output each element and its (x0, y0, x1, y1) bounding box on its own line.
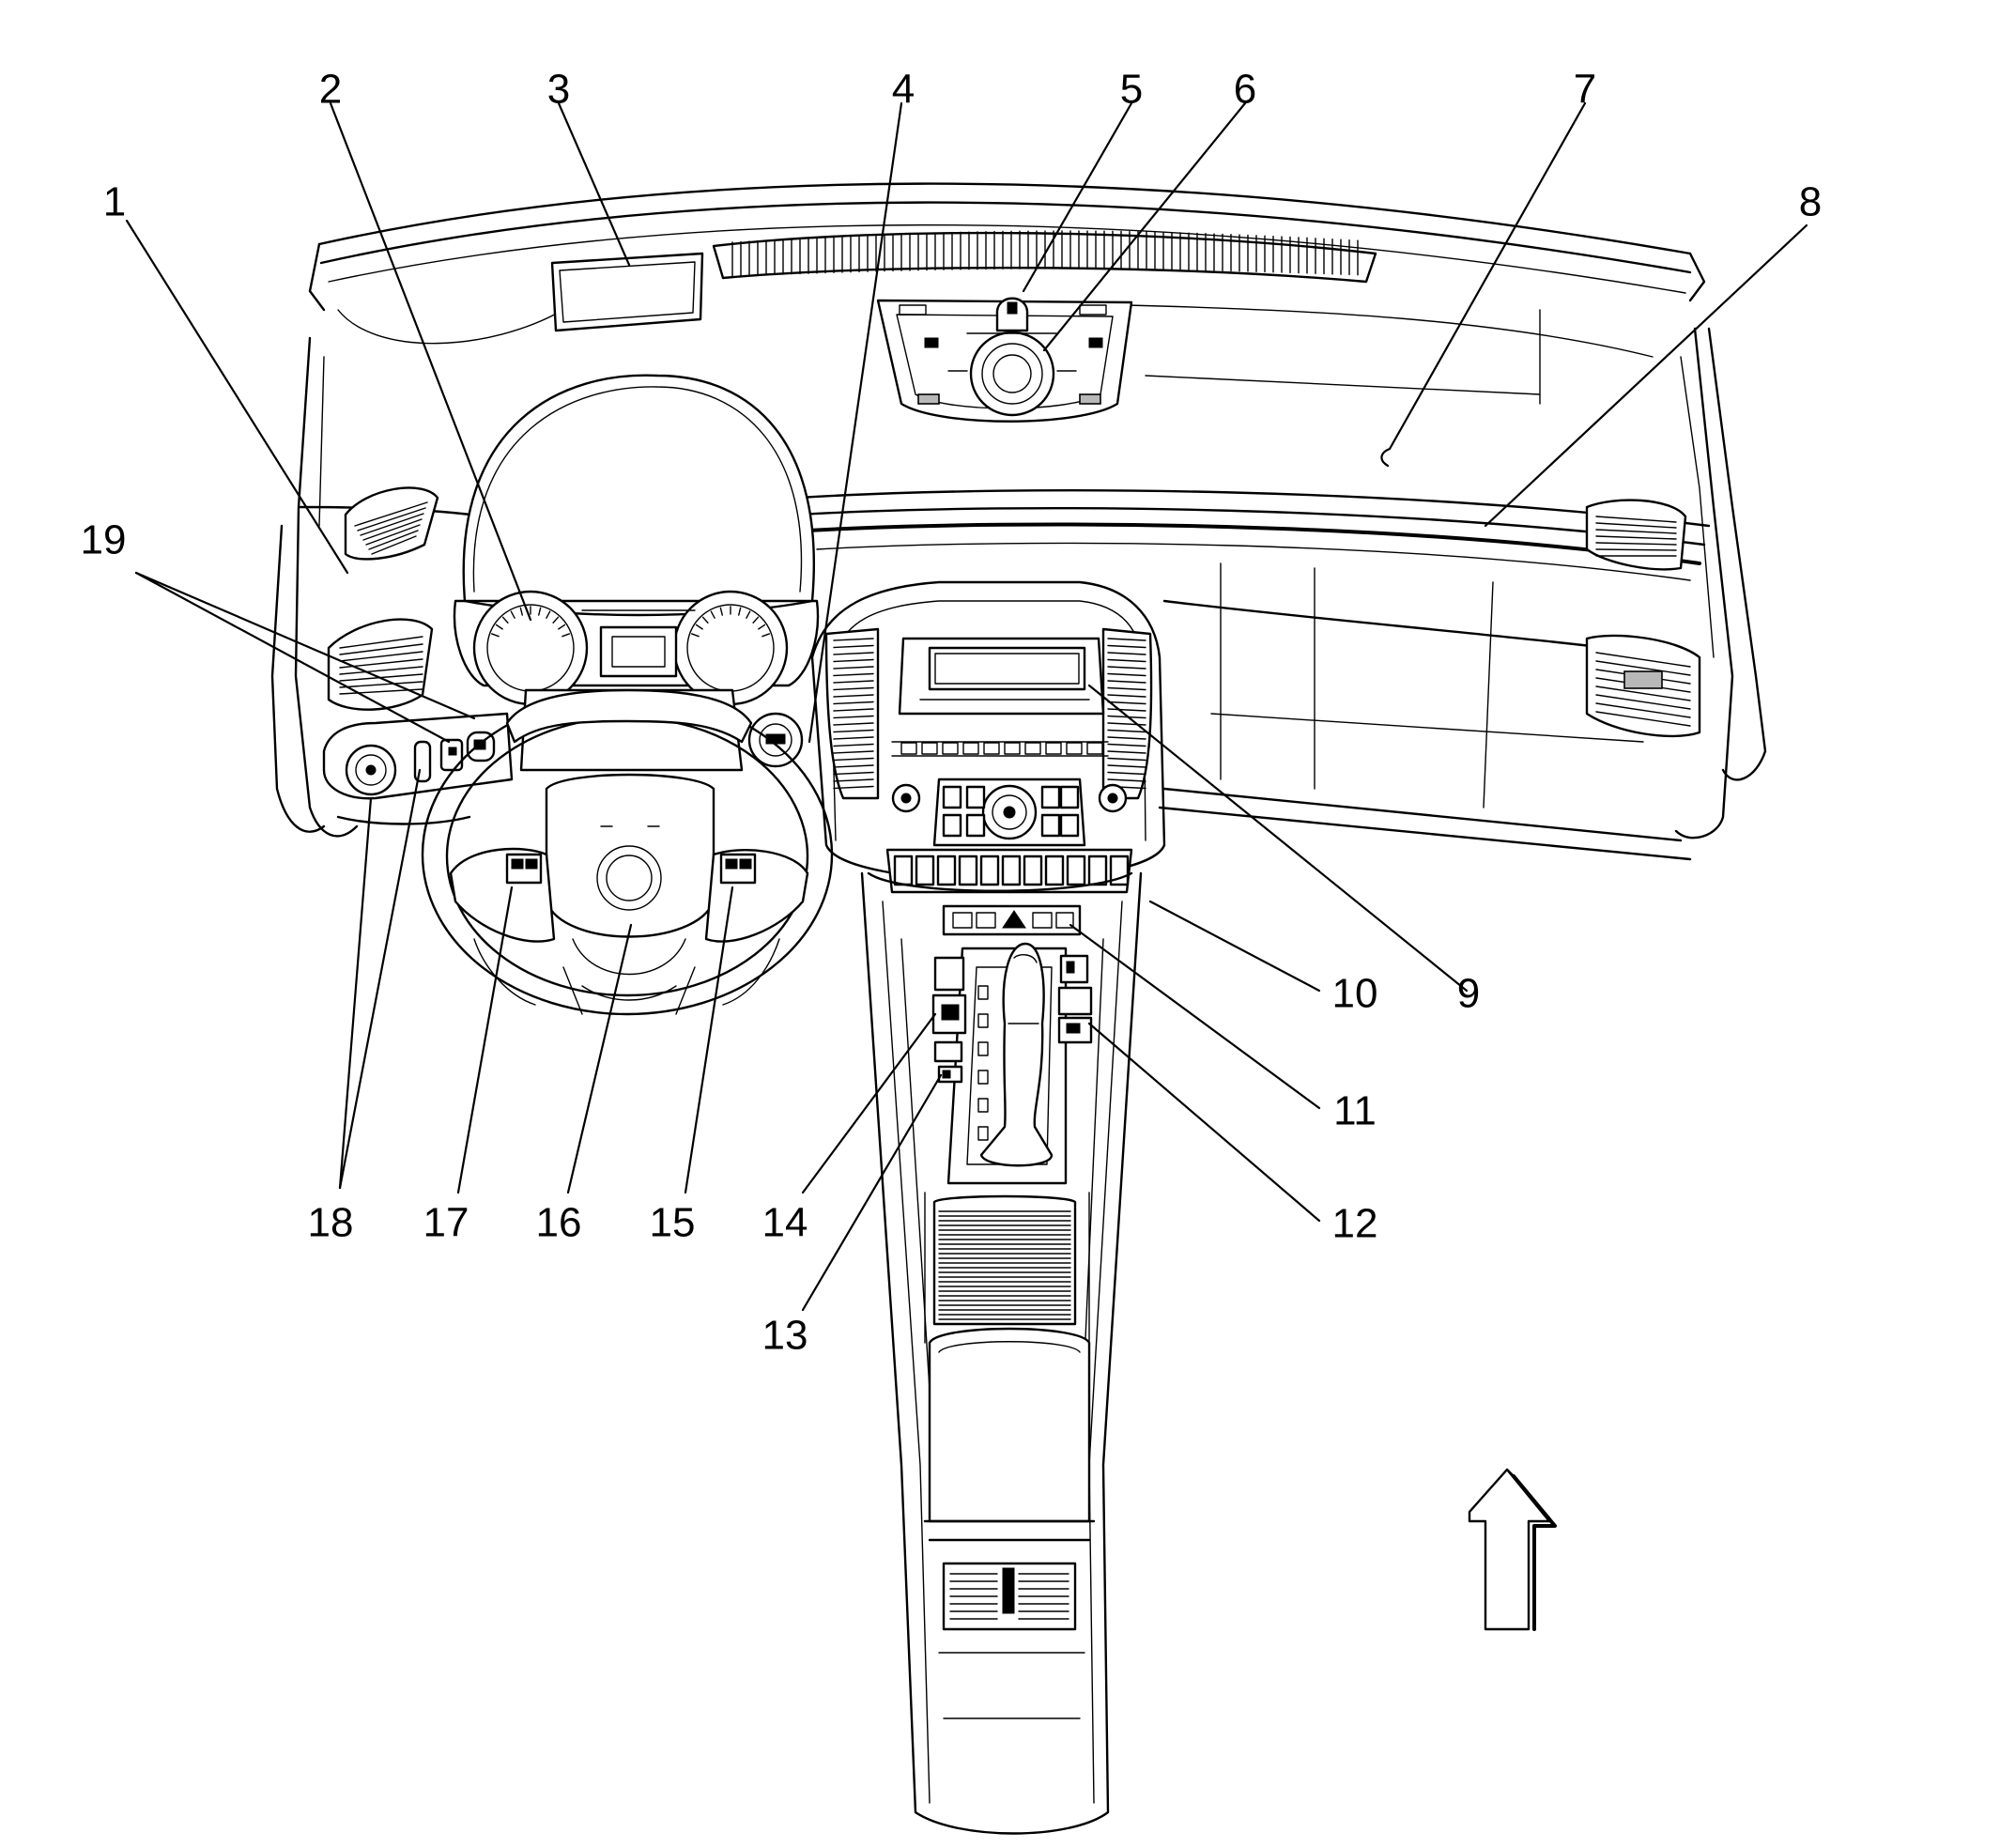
leader-19a (134, 571, 451, 744)
right-upper-vent (1585, 499, 1687, 571)
leader-5 (1022, 101, 1133, 293)
leader-18b (338, 768, 422, 1190)
leader-17 (456, 886, 514, 1194)
leader-19b (134, 571, 476, 720)
left-lower-vent (327, 618, 434, 711)
arrow-up-icon (1468, 1468, 1557, 1631)
center-console (860, 871, 1143, 1835)
callout-7: 7 (1574, 67, 1596, 113)
leader-14 (801, 1012, 937, 1194)
leader-7 (1380, 101, 1587, 468)
dashboard-top (308, 182, 1706, 405)
leader-lines (125, 101, 1808, 1312)
leader-10 (1148, 900, 1321, 993)
dashboard-body (270, 327, 1767, 861)
callout-10: 10 (1332, 971, 1378, 1017)
callout-2: 2 (319, 67, 342, 113)
callout-18: 18 (308, 1200, 354, 1246)
leader-15 (684, 886, 734, 1194)
center-speaker-housing (876, 297, 1133, 423)
leader-6 (1042, 101, 1247, 352)
instrument-cluster (453, 374, 820, 706)
leader-2 (329, 101, 532, 622)
leader-3 (557, 101, 631, 267)
leader-13 (801, 1073, 943, 1312)
callout-8: 8 (1799, 179, 1822, 225)
leader-16 (566, 923, 633, 1194)
leader-1 (125, 219, 349, 575)
callout-5: 5 (1120, 67, 1143, 113)
ignition-switch (747, 712, 804, 768)
leader-8 (1484, 223, 1808, 528)
leader-12 (1087, 1022, 1321, 1223)
callout-17: 17 (423, 1200, 469, 1246)
callout-12: 12 (1332, 1201, 1378, 1247)
callout-1: 1 (103, 179, 126, 225)
callout-14: 14 (762, 1200, 808, 1246)
leader-18a (338, 796, 373, 1190)
callout-6: 6 (1234, 67, 1256, 113)
left-switch-panel (322, 712, 514, 800)
callout-3: 3 (547, 67, 570, 113)
callout-labels: 1 2 3 4 5 6 7 8 9 10 11 12 13 14 15 16 1… (81, 67, 1823, 1359)
callout-19: 19 (81, 517, 127, 563)
callout-4: 4 (892, 67, 915, 113)
callout-11: 11 (1333, 1088, 1377, 1134)
center-stack (810, 580, 1166, 894)
right-lower-vent (1585, 634, 1701, 738)
left-upper-vent (344, 486, 439, 561)
leader-9 (1087, 684, 1469, 993)
leader-4 (808, 101, 903, 744)
callout-16: 16 (536, 1200, 582, 1246)
callout-13: 13 (762, 1313, 808, 1359)
callout-15: 15 (650, 1200, 696, 1246)
steering-wheel (421, 688, 834, 1016)
top-display-unit (550, 252, 704, 332)
leader-11 (1069, 923, 1321, 1110)
defrost-grille (712, 230, 1377, 284)
callout-9: 9 (1457, 971, 1480, 1017)
